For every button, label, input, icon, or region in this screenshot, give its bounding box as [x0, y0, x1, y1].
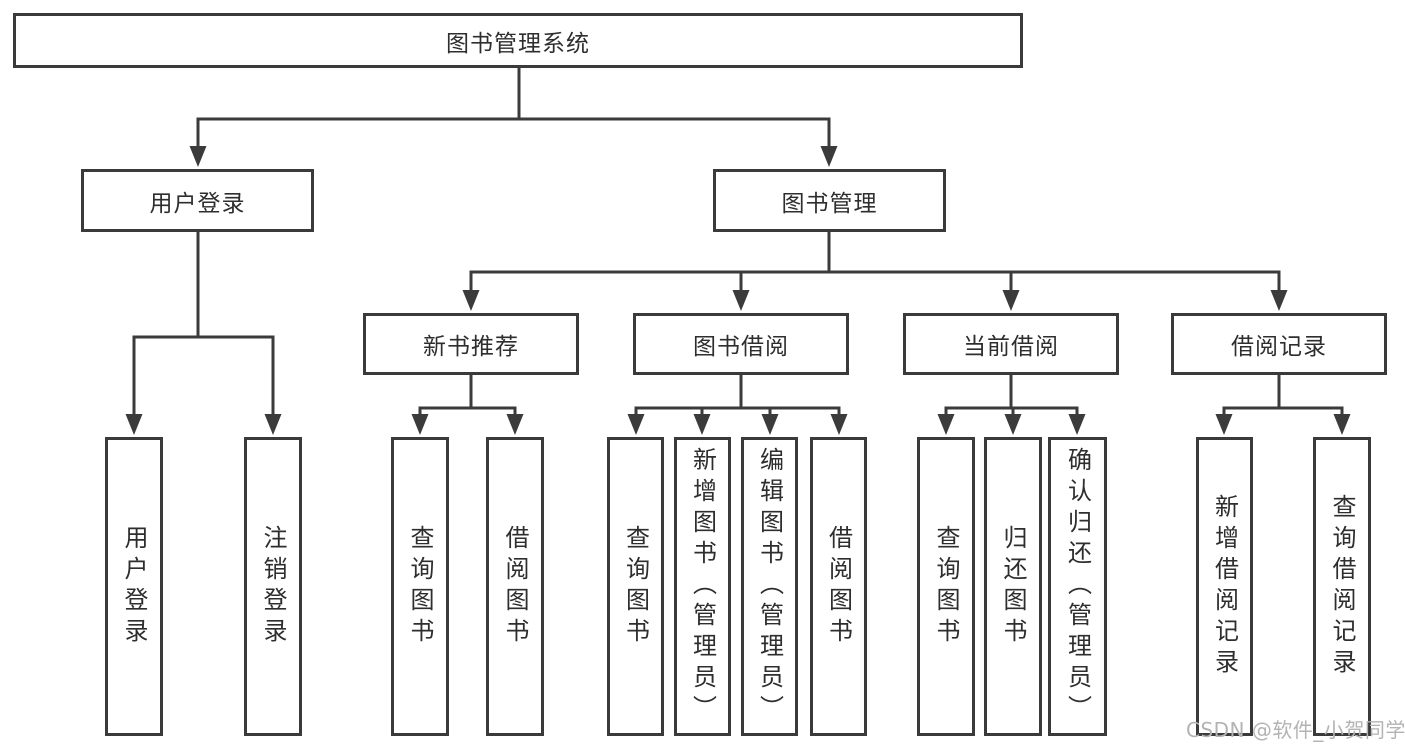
- node-user-login: 用户登录: [81, 169, 314, 232]
- node-borrow-records: 借阅记录: [1171, 313, 1387, 375]
- leaf-query-borrow-record: 查询借阅记录: [1313, 437, 1371, 736]
- node-book-management: 图书管理: [713, 169, 946, 232]
- leaf-add-borrow-record: 新增借阅记录: [1196, 437, 1253, 736]
- leaf-confirm-return-admin: 确认归还（管理员）: [1048, 437, 1107, 736]
- tree-branch-lines: [132, 66, 1344, 419]
- leaf-borrow-books: 借阅图书: [810, 437, 867, 736]
- leaf-query-books-recommend: 查询图书: [391, 437, 449, 736]
- leaf-borrow-books-recommend: 借阅图书: [486, 437, 544, 736]
- leaf-return-books: 归还图书: [984, 437, 1042, 736]
- leaf-query-books-current: 查询图书: [917, 437, 975, 736]
- leaf-user-login: 用户登录: [105, 437, 163, 736]
- leaf-add-books-admin: 新增图书（管理员）: [674, 437, 731, 736]
- leaf-logout-login: 注销登录: [244, 437, 302, 736]
- node-book-borrow: 图书借阅: [633, 313, 849, 375]
- csdn-watermark: CSDN @软件_小贺同学: [1186, 718, 1405, 742]
- leaf-query-books-borrow: 查询图书: [607, 437, 664, 736]
- node-library-management-system: 图书管理系统: [13, 13, 1023, 68]
- node-new-book-recommend: 新书推荐: [363, 313, 579, 375]
- leaf-edit-books-admin: 编辑图书（管理员）: [741, 437, 798, 736]
- node-current-borrow: 当前借阅: [903, 313, 1119, 375]
